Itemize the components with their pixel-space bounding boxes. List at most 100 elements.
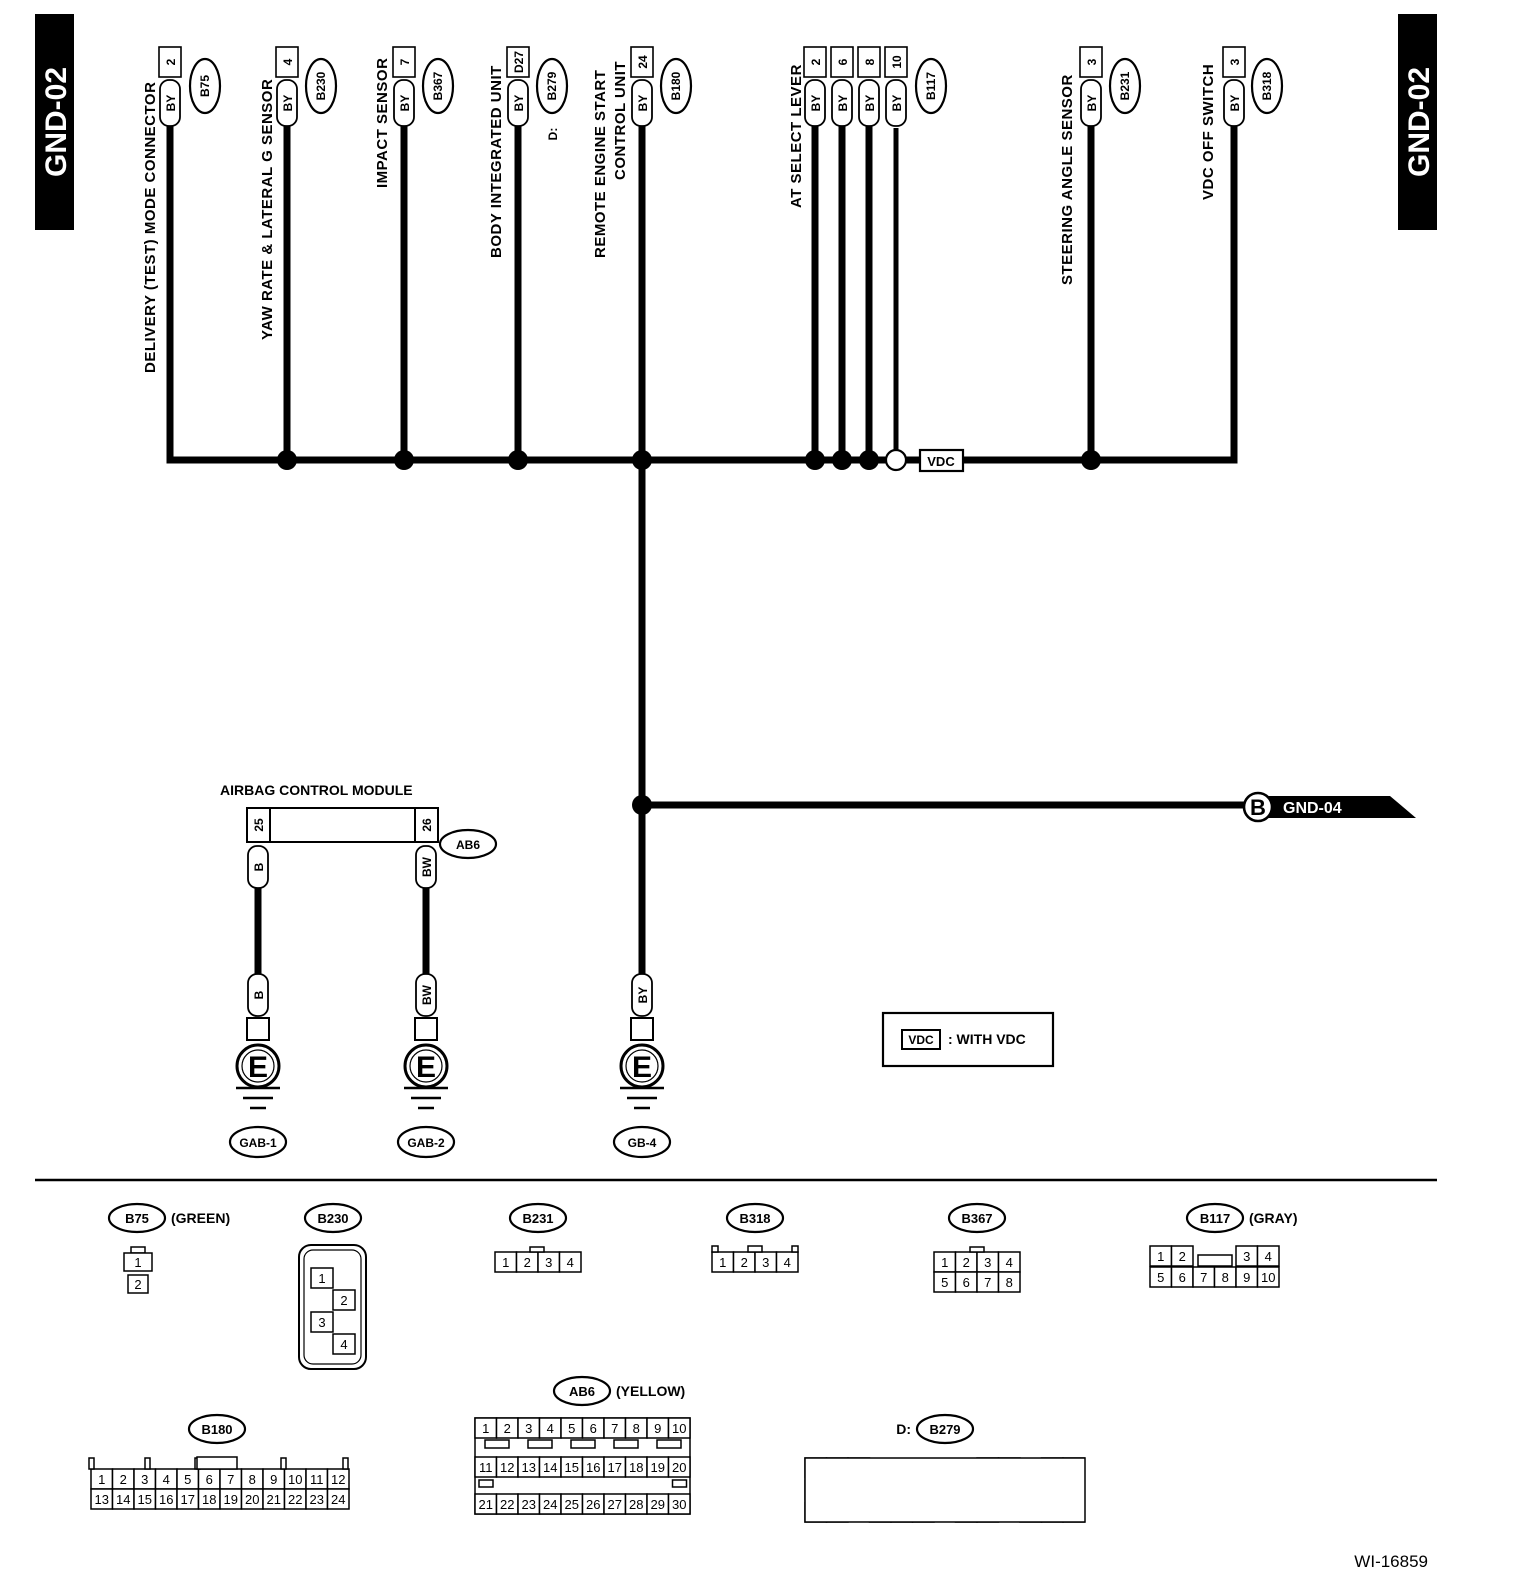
svg-text:B279: B279 bbox=[545, 71, 559, 100]
wire-color-pill: BY bbox=[393, 79, 415, 127]
svg-text:VDC: VDC bbox=[908, 1033, 934, 1047]
wire-color-pill: B bbox=[247, 845, 269, 889]
connector-name: B279 bbox=[929, 1422, 960, 1437]
pin-number: 3 bbox=[545, 1255, 552, 1270]
pin-number: 8 bbox=[1222, 1270, 1229, 1285]
pin-number: 9 bbox=[270, 1472, 277, 1487]
connector-color: (GREEN) bbox=[171, 1210, 230, 1226]
connector-color: (GRAY) bbox=[1249, 1210, 1298, 1226]
pin-number: 26 bbox=[586, 1497, 600, 1512]
pin-box-b117-6: 6 bbox=[830, 46, 854, 78]
connector-title-b180: B180 bbox=[187, 1413, 247, 1445]
pin-number: 10 bbox=[672, 1421, 686, 1436]
pin-number: 23 bbox=[310, 1492, 324, 1507]
splice-dot bbox=[832, 450, 852, 470]
pin-number: 8 bbox=[1006, 1275, 1013, 1290]
label-body-integrated-unit: BODY INTEGRATED UNIT bbox=[488, 65, 505, 258]
wire-color-pill: BY bbox=[1223, 79, 1245, 127]
svg-text:B: B bbox=[1250, 795, 1266, 820]
svg-text:3: 3 bbox=[1085, 58, 1099, 65]
pin-number: 1 bbox=[941, 1255, 948, 1270]
pin-number: 27 bbox=[608, 1497, 622, 1512]
connector-oval-b367: B367 bbox=[421, 57, 455, 115]
connector-title-b318: B318 bbox=[725, 1202, 785, 1234]
pin-26: 26 bbox=[420, 818, 434, 832]
pin-number: 19 bbox=[224, 1492, 238, 1507]
svg-text:BY: BY bbox=[1228, 95, 1242, 112]
label-delivery-mode-connector: DELIVERY (TEST) MODE CONNECTOR bbox=[142, 82, 159, 373]
pin-box-b117-10: 10 bbox=[884, 46, 908, 78]
pin-25: 25 bbox=[252, 818, 266, 832]
pin-number: 29 bbox=[651, 1497, 665, 1512]
connector-title-b279: D: B279 bbox=[896, 1413, 975, 1445]
pin-number: 11 bbox=[310, 1472, 324, 1487]
wire-color-pill: BY bbox=[631, 79, 653, 127]
pin-box-b367-7: 7 bbox=[392, 46, 416, 78]
connector-name: AB6 bbox=[569, 1384, 595, 1399]
connector-color: (YELLOW) bbox=[616, 1383, 685, 1399]
pin-number: 13 bbox=[522, 1460, 536, 1475]
ground-label-gab-1: GAB-1 bbox=[239, 1136, 277, 1150]
pin-number: 1 bbox=[719, 1255, 726, 1270]
svg-text:B75: B75 bbox=[198, 75, 212, 97]
pin-number: 3 bbox=[984, 1255, 991, 1270]
pin-box-b180-24: 24 bbox=[630, 46, 654, 78]
svg-text:4: 4 bbox=[281, 58, 295, 65]
pin-number: 5 bbox=[568, 1421, 575, 1436]
label-remote-engine-start-line1: REMOTE ENGINE START bbox=[592, 70, 609, 258]
pin-number: 3 bbox=[1243, 1249, 1250, 1264]
pin-number: 4 bbox=[163, 1472, 170, 1487]
svg-text:2: 2 bbox=[809, 58, 823, 65]
pin-number: 10 bbox=[288, 1472, 302, 1487]
connector-oval-b279: B279 bbox=[535, 57, 569, 115]
label-at-select-lever: AT SELECT LEVER bbox=[788, 64, 805, 208]
pin-number: 1 bbox=[1157, 1249, 1164, 1264]
pin-number: 5 bbox=[941, 1275, 948, 1290]
svg-text:B230: B230 bbox=[314, 71, 328, 100]
pin-number: 2 bbox=[1179, 1249, 1186, 1264]
label-impact-sensor: IMPACT SENSOR bbox=[374, 58, 391, 188]
pin-number: 2 bbox=[120, 1472, 127, 1487]
pin-number: 6 bbox=[206, 1472, 213, 1487]
pin-number: 6 bbox=[590, 1421, 597, 1436]
connector-oval-b75: B75 bbox=[188, 57, 222, 115]
pin-box-b231-3: 3 bbox=[1079, 46, 1103, 78]
pin-number: 1 bbox=[482, 1421, 489, 1436]
pin-number: 11 bbox=[479, 1460, 493, 1475]
pin-number: 6 bbox=[963, 1275, 970, 1290]
splice-dot bbox=[394, 450, 414, 470]
wire-color-pill: BY bbox=[831, 79, 853, 127]
svg-text:24: 24 bbox=[636, 55, 650, 69]
label-steering-angle-sensor: STEERING ANGLE SENSOR bbox=[1059, 74, 1076, 285]
connector-name: B117 bbox=[1200, 1211, 1230, 1226]
svg-text:B: B bbox=[252, 990, 266, 999]
connector-oval-b180: B180 bbox=[659, 57, 693, 115]
connector-prefix: D: bbox=[896, 1421, 911, 1437]
label-remote-engine-start-line2: CONTROL UNIT bbox=[612, 61, 629, 180]
svg-text:E: E bbox=[416, 1051, 436, 1084]
wire-color-pill: BY bbox=[276, 79, 298, 127]
connector-oval-b117: B117 bbox=[914, 57, 948, 115]
airbag-module-body: 25 26 bbox=[246, 807, 439, 843]
connector-title-b231: B231 bbox=[508, 1202, 568, 1234]
pin-box-b279-d27: D27 bbox=[506, 46, 530, 78]
wire-color-pill: BY bbox=[1080, 79, 1102, 127]
pin-number: 3 bbox=[762, 1255, 769, 1270]
pin-number: 4 bbox=[547, 1421, 554, 1436]
svg-text:8: 8 bbox=[863, 58, 877, 65]
wire-color-pill: BY bbox=[804, 79, 826, 127]
pin-number: 4 bbox=[567, 1255, 574, 1270]
wire-color-pill: BY bbox=[858, 79, 880, 127]
pin-number: 8 bbox=[633, 1421, 640, 1436]
connector-name: B318 bbox=[739, 1211, 770, 1226]
svg-text:BY: BY bbox=[636, 987, 650, 1004]
pin-number: 15 bbox=[565, 1460, 579, 1475]
connector-name: B180 bbox=[201, 1422, 232, 1437]
connector-title-b230: B230 bbox=[303, 1202, 363, 1234]
wire-color-pill: BW bbox=[415, 845, 437, 889]
ground-terminal-gab-2: BW E GAB-2 bbox=[396, 973, 456, 1159]
wire-color-pill: BY bbox=[159, 79, 181, 127]
